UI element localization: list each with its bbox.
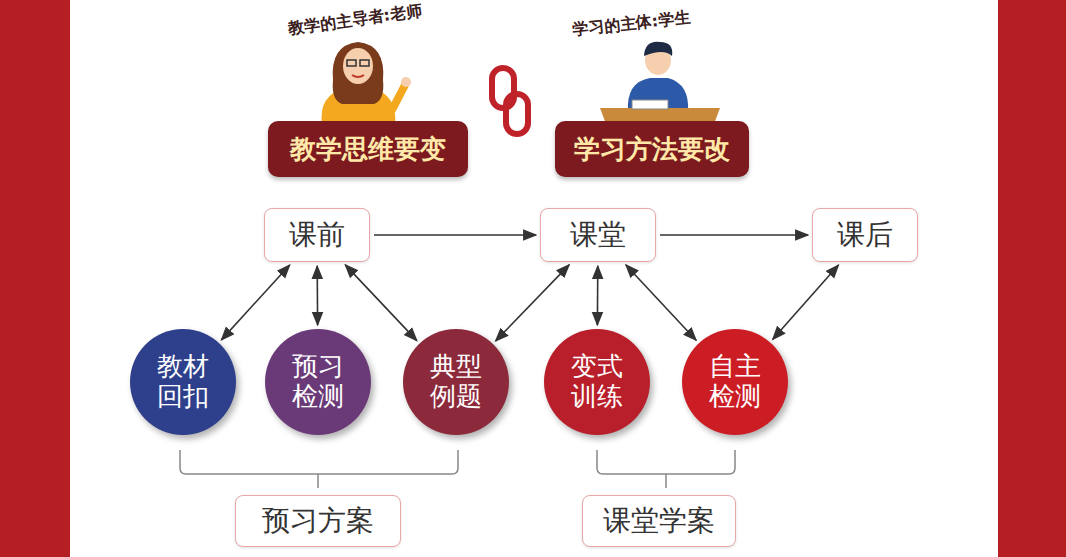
- connector-arrow: [496, 265, 570, 341]
- group-bracket: [180, 450, 458, 488]
- topic-circle: 预习 检测: [265, 329, 371, 435]
- label-box: 教学思维要变: [268, 121, 468, 177]
- teacher-figure: [321, 42, 411, 125]
- node-text: 学习方法要改: [574, 132, 730, 167]
- node-text: 自主 检测: [706, 352, 763, 412]
- node-text: 课后: [837, 216, 893, 254]
- node-text: 教学思维要变: [290, 132, 446, 167]
- node-text: 典型 例题: [427, 352, 484, 412]
- chain-link-symbol: [492, 68, 528, 134]
- group-box: 课堂学案: [582, 495, 736, 547]
- topic-circle: 变式 训练: [544, 329, 650, 435]
- node-text: 教材 回扣: [154, 352, 211, 412]
- label-box: 学习方法要改: [555, 121, 749, 177]
- connector-arrow: [316, 266, 318, 325]
- connector-arrow: [660, 234, 808, 236]
- connector-arrow: [773, 265, 839, 339]
- connector-arrow: [221, 265, 289, 340]
- connector-arrow: [626, 265, 696, 340]
- process-box: 课前: [264, 208, 370, 262]
- side-bar: [0, 0, 70, 557]
- group-bracket: [597, 450, 735, 488]
- node-text: 课堂学案: [603, 502, 715, 540]
- node-text: 课前: [289, 216, 345, 254]
- connector-arrow: [374, 234, 536, 236]
- node-text: 变式 训练: [568, 352, 625, 412]
- node-text: 预习方案: [262, 502, 374, 540]
- process-box: 课堂: [540, 208, 656, 262]
- process-box: 课后: [812, 208, 918, 262]
- topic-circle: 教材 回扣: [130, 329, 236, 435]
- side-bar: [998, 0, 1066, 557]
- node-text: 课堂: [570, 216, 626, 254]
- node-text: 预习 检测: [289, 352, 346, 412]
- group-box: 预习方案: [235, 495, 401, 547]
- topic-circle: 自主 检测: [682, 329, 788, 435]
- student-figure: [600, 42, 720, 132]
- topic-circle: 典型 例题: [403, 329, 509, 435]
- connector-arrow: [345, 265, 417, 341]
- connector-arrow: [597, 266, 599, 325]
- role-caption: 学习的主体:学生: [571, 8, 691, 41]
- role-caption: 教学的主导者:老师: [287, 1, 423, 41]
